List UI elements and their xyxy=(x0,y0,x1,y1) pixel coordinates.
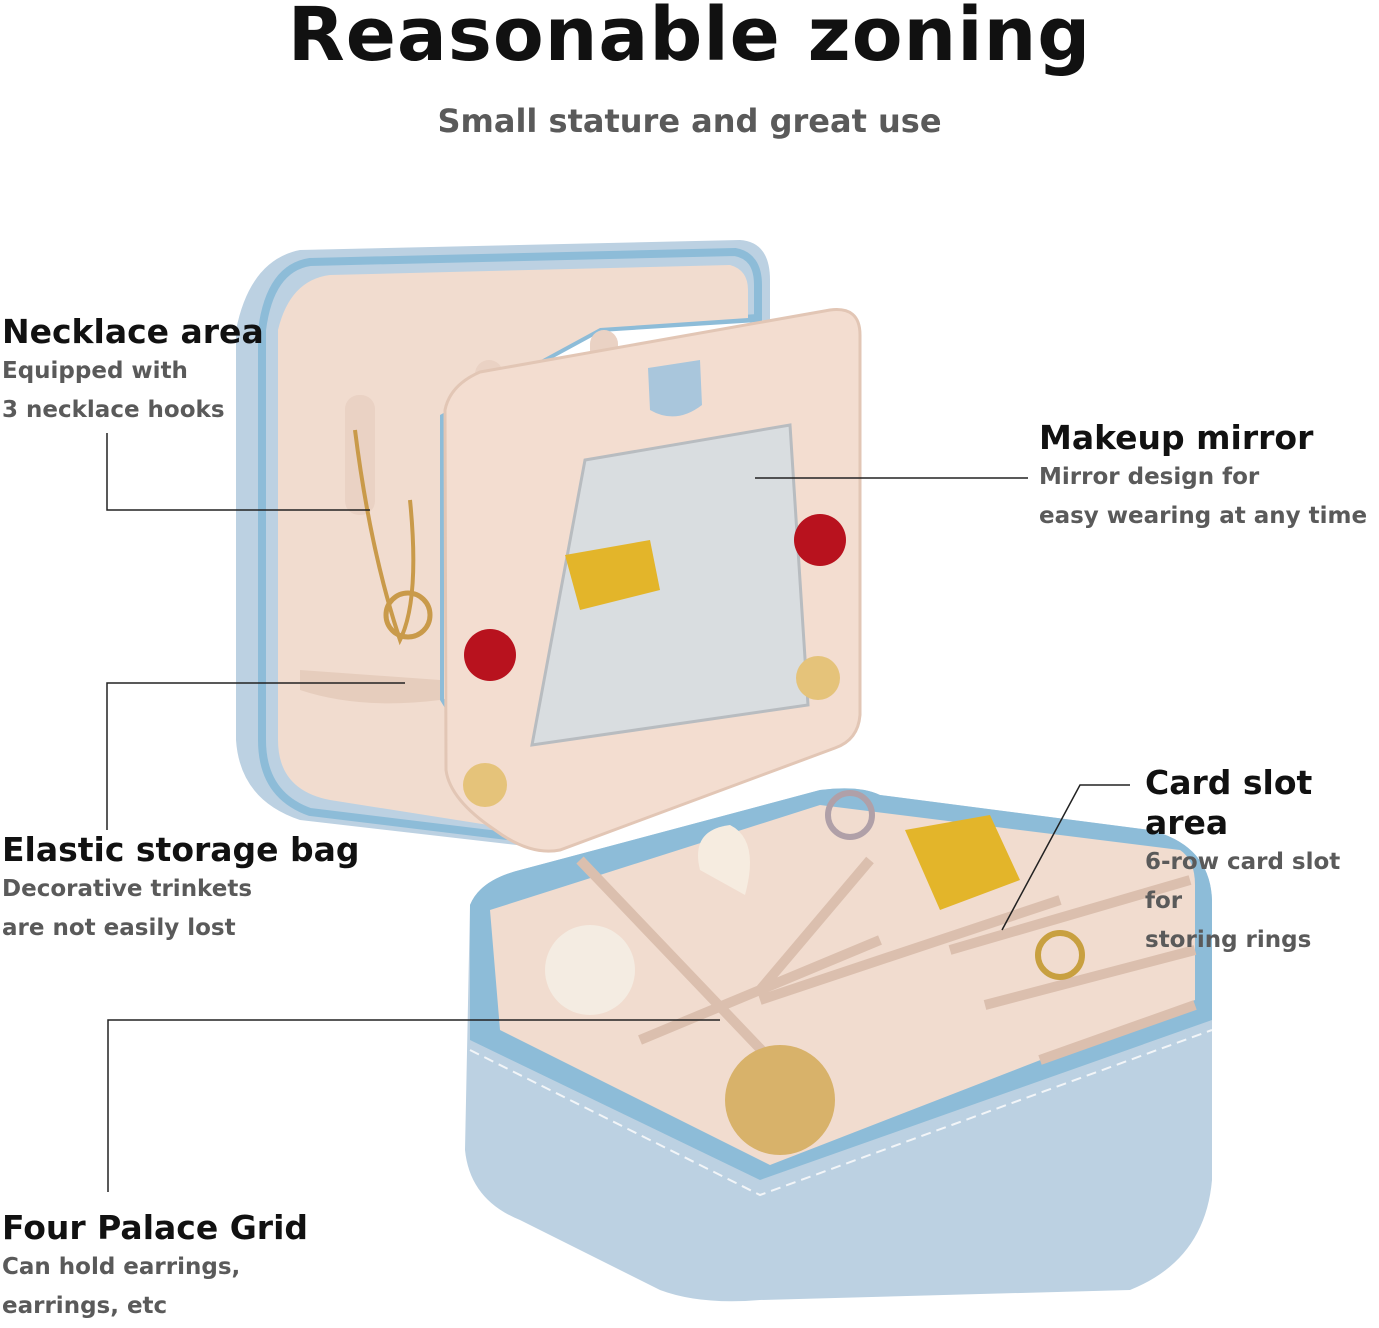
feature-desc: 6-row card slot for xyxy=(1145,849,1341,914)
tray-dividers xyxy=(576,856,1197,1084)
mirror-panel xyxy=(443,308,862,853)
feature-desc: 3 necklace hooks xyxy=(2,397,225,423)
feature-card-slot-area: Card slot area 6-row card slot for stori… xyxy=(1145,763,1379,960)
feature-title: Necklace area xyxy=(2,312,264,351)
feature-desc: Can hold earrings, xyxy=(2,1254,241,1280)
earring xyxy=(796,656,840,700)
feature-title: Makeup mirror xyxy=(1039,418,1314,457)
ring xyxy=(1035,930,1085,980)
feature-title: Card slot area xyxy=(1145,763,1313,842)
feature-desc: storing rings xyxy=(1145,927,1312,953)
feature-desc: Equipped with xyxy=(2,358,188,384)
leader-lines xyxy=(106,433,1130,1192)
ring xyxy=(905,815,1020,910)
page-subtitle: Small stature and great use xyxy=(437,102,942,140)
box-tray xyxy=(465,788,1213,1302)
feature-desc: easy wearing at any time xyxy=(1039,503,1368,529)
earring xyxy=(698,825,750,895)
feature-desc: are not easily lost xyxy=(2,915,236,941)
feature-title: Four Palace Grid xyxy=(2,1208,309,1247)
earring xyxy=(545,925,635,1015)
feature-elastic-storage-bag: Elastic storage bag Decorative trinkets … xyxy=(2,830,360,948)
feature-four-palace-grid: Four Palace Grid Can hold earrings, earr… xyxy=(2,1208,308,1326)
feature-desc: Decorative trinkets xyxy=(2,876,253,902)
earring xyxy=(464,629,516,681)
makeup-mirror xyxy=(530,423,810,747)
brooch xyxy=(725,1045,835,1155)
feature-title: Elastic storage bag xyxy=(2,830,360,869)
earring xyxy=(463,763,507,807)
page-title: Reasonable zoning xyxy=(287,0,1092,78)
feature-necklace-area: Necklace area Equipped with 3 necklace h… xyxy=(2,312,264,430)
feature-desc: Mirror design for xyxy=(1039,464,1260,490)
earring xyxy=(794,514,846,566)
mirror-strap xyxy=(648,360,702,417)
ring xyxy=(825,790,875,840)
feature-desc: earrings, etc xyxy=(2,1293,168,1319)
feature-makeup-mirror: Makeup mirror Mirror design for easy wea… xyxy=(1039,418,1367,536)
elastic-storage-bag xyxy=(300,670,440,704)
